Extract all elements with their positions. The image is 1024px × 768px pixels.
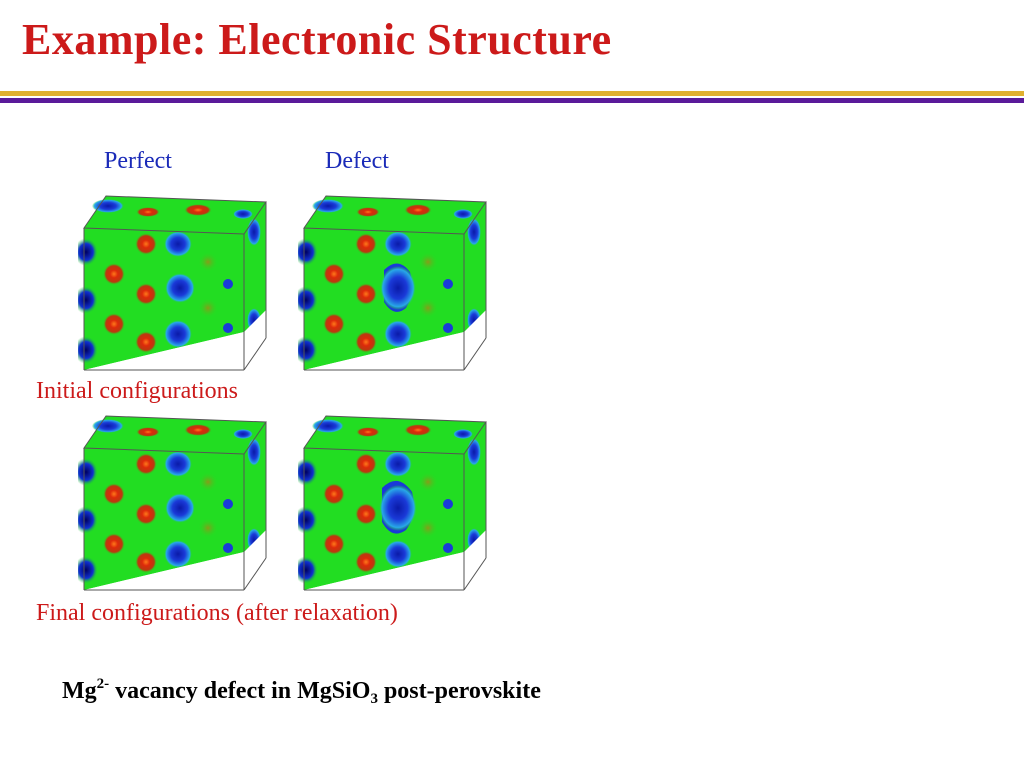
caption-subscript: 3 (370, 691, 378, 707)
cube-defect-initial (298, 195, 487, 371)
caption-charge: 2- (96, 676, 110, 692)
slide-title: Example: Electronic Structure (22, 15, 612, 64)
cube-perfect-initial (78, 195, 267, 371)
cube-perfect-final (78, 415, 267, 591)
caption-prefix: Mg (62, 678, 97, 704)
caption-suffix: post-perovskite (377, 678, 541, 704)
caption-middle: vacancy defect in MgSiO (109, 678, 371, 704)
row-label-initial: Initial configurations (36, 378, 238, 404)
column-label-defect: Defect (325, 148, 389, 174)
column-label-perfect: Perfect (104, 148, 172, 174)
title-divider-gold (0, 91, 1024, 96)
row-label-final: Final configurations (after relaxation) (36, 600, 398, 626)
cube-defect-final (298, 415, 487, 591)
title-divider-purple (0, 98, 1024, 103)
figure-caption: Mg2- vacancy defect in MgSiO3 post-perov… (62, 676, 541, 708)
